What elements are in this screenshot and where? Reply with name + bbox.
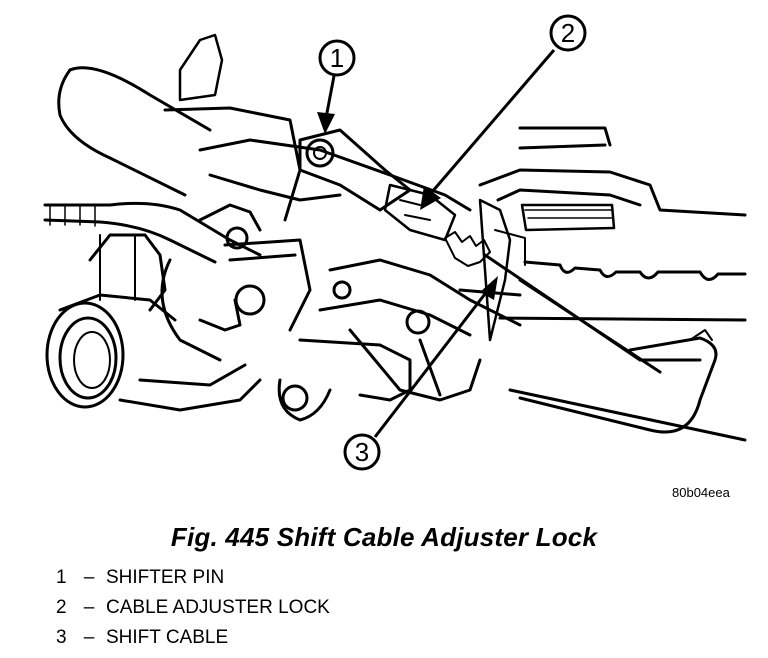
callout-1-circle — [318, 39, 356, 77]
legend-item-dash: – — [83, 567, 95, 588]
legend-item: 1–SHIFTER PIN — [56, 566, 330, 596]
legend-item-number: 2 — [56, 597, 67, 618]
legend-item-dash: – — [83, 627, 95, 648]
legend-item: 2–CABLE ADJUSTER LOCK — [56, 596, 330, 626]
callout-shifter-pin: 1 — [317, 39, 356, 134]
legend-item-number: 3 — [56, 627, 67, 648]
callout-1-number: 1 — [330, 43, 344, 73]
callout-2-arrowhead — [420, 186, 441, 210]
callout-2-leader — [430, 49, 556, 193]
legend-item-label: SHIFTER PIN — [106, 567, 225, 588]
shifter-lever-drawing — [43, 66, 262, 264]
column-cover-drawing — [458, 126, 747, 442]
legend-item: 3–SHIFT CABLE — [56, 626, 330, 656]
callout-3-leader — [373, 289, 490, 438]
callout-1-arrowhead — [317, 112, 335, 134]
legend-item-label: CABLE ADJUSTER LOCK — [106, 597, 330, 618]
callout-cable-adjuster-lock: 2 — [420, 14, 587, 210]
callout-shift-cable: 3 — [343, 276, 498, 471]
legend-item-number: 1 — [56, 567, 67, 588]
callout-3-number: 3 — [355, 437, 369, 467]
callout-2-number: 2 — [561, 18, 575, 48]
callout-2-circle — [549, 14, 587, 52]
legend-item-dash: – — [83, 597, 95, 618]
callout-1-leader — [324, 75, 336, 119]
legend-item-label: SHIFT CABLE — [106, 627, 229, 648]
shifter-mechanism-drawing — [160, 33, 526, 422]
steering-column-illustration: 1 2 3 — [43, 14, 747, 471]
callout-3-arrowhead — [480, 276, 498, 300]
drawing-reference-code: 80b04eea — [672, 485, 730, 500]
figure-caption: Fig. 445 Shift Cable Adjuster Lock — [170, 522, 598, 552]
callout-legend: 1–SHIFTER PIN 2–CABLE ADJUSTER LOCK 3–SH… — [56, 566, 330, 656]
callout-3-circle — [343, 433, 381, 471]
ignition-cylinder-drawing — [45, 233, 262, 412]
